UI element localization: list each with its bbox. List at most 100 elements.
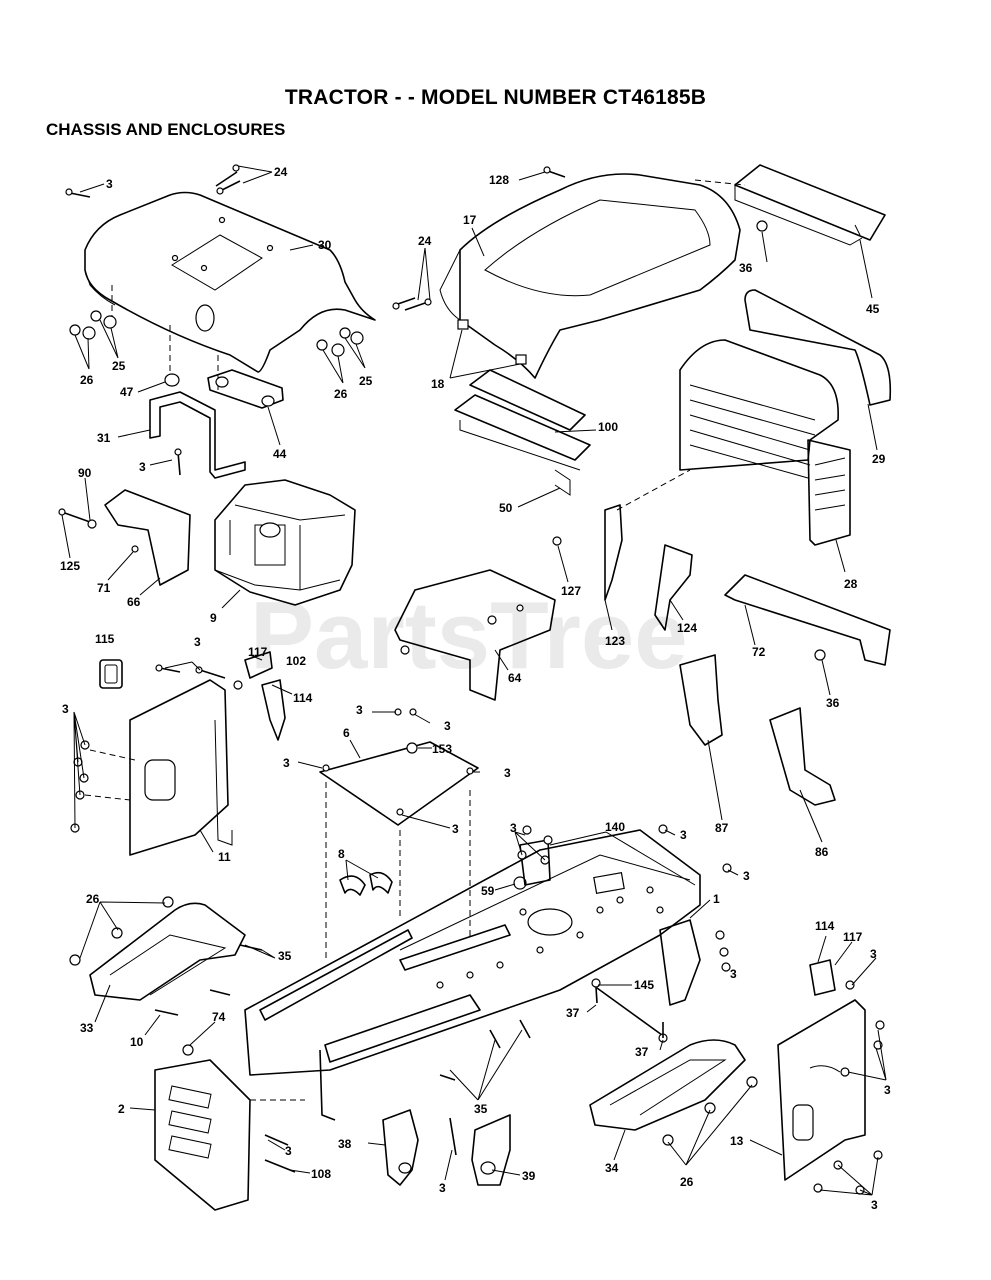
callout-3: 3: [743, 869, 750, 883]
callout-45: 45: [866, 302, 880, 316]
callout-3: 3: [444, 719, 451, 733]
callout-3: 3: [356, 703, 363, 717]
callout-34: 34: [605, 1161, 619, 1175]
part-34-footrest: [589, 1039, 758, 1146]
callout-71: 71: [97, 581, 111, 595]
callout-44: 44: [273, 447, 287, 461]
callout-31: 31: [97, 431, 111, 445]
callout-24: 24: [274, 165, 288, 179]
callout-64: 64: [508, 671, 522, 685]
callout-3: 3: [730, 967, 737, 981]
callout-36: 36: [739, 261, 753, 275]
callout-17: 17: [463, 213, 477, 227]
nuts-washers-left: [69, 310, 117, 340]
part-31-bracket: [149, 369, 284, 479]
callout-3: 3: [504, 766, 511, 780]
callout-3: 3: [452, 822, 459, 836]
callout-50: 50: [499, 501, 513, 515]
callout-3: 3: [884, 1083, 891, 1097]
leader-lines: [61, 165, 887, 1196]
callout-3: 3: [194, 635, 201, 649]
callout-28: 28: [844, 577, 858, 591]
callout-145: 145: [634, 978, 654, 992]
part-64-bracket: [394, 569, 556, 701]
callout-labels: 3 24 30 24 25 26 26 25 47 31 44 3 90 125…: [60, 165, 891, 1212]
part-45-bracket: [734, 164, 886, 246]
callout-108: 108: [311, 1167, 331, 1181]
callout-9: 9: [210, 611, 217, 625]
callout-26: 26: [86, 892, 100, 906]
callout-8: 8: [338, 847, 345, 861]
callout-13: 13: [730, 1134, 744, 1148]
callout-3: 3: [871, 1198, 878, 1212]
callout-59: 59: [481, 884, 495, 898]
part-30-dash-panel: [84, 191, 376, 390]
part-8-clips: [339, 871, 393, 896]
callout-100: 100: [598, 420, 618, 434]
callout-25: 25: [112, 359, 126, 373]
callout-123: 123: [605, 634, 625, 648]
callout-35: 35: [474, 1102, 488, 1116]
part-87-86-plates: [679, 654, 836, 806]
callout-6: 6: [343, 726, 350, 740]
callout-29: 29: [872, 452, 886, 466]
callout-140: 140: [605, 820, 625, 834]
callout-36: 36: [826, 696, 840, 710]
callout-74: 74: [212, 1010, 226, 1024]
callout-127: 127: [561, 584, 581, 598]
part-115-grommet: [99, 659, 123, 689]
watermark: PartsTree: [250, 582, 688, 689]
callout-153: 153: [432, 742, 452, 756]
part-29-grille-shroud: [616, 289, 892, 546]
part-6-cover: [319, 708, 479, 960]
callout-10: 10: [130, 1035, 144, 1049]
section-subtitle: CHASSIS AND ENCLOSURES: [46, 120, 286, 139]
callout-124: 124: [677, 621, 697, 635]
callout-117: 117: [248, 645, 268, 659]
part-72-guard: [724, 574, 891, 666]
callout-47: 47: [120, 385, 134, 399]
callout-26: 26: [334, 387, 348, 401]
callout-3: 3: [439, 1181, 446, 1195]
callout-102: 102: [286, 654, 306, 668]
callout-114: 114: [815, 919, 835, 933]
callout-18: 18: [431, 377, 445, 391]
part-1-frame: [244, 829, 701, 1121]
callout-33: 33: [80, 1021, 94, 1035]
callout-2: 2: [118, 1102, 125, 1116]
callout-30: 30: [318, 238, 332, 252]
callout-37: 37: [635, 1045, 649, 1059]
callout-128: 128: [489, 173, 509, 187]
part-13-plate: [777, 959, 885, 1195]
callout-114: 114: [293, 691, 313, 705]
callout-1: 1: [713, 892, 720, 906]
misc-bolts: [517, 824, 732, 972]
callout-72: 72: [752, 645, 766, 659]
callout-3: 3: [285, 1144, 292, 1158]
callout-117: 117: [843, 930, 863, 944]
callout-66: 66: [127, 595, 141, 609]
callout-37: 37: [566, 1006, 580, 1020]
part-38-39-brackets: [382, 1019, 531, 1186]
callout-3: 3: [510, 821, 517, 835]
part-9-housing: [214, 479, 356, 606]
part-100-50-rails: [454, 369, 591, 496]
screws-3-24-top: [65, 164, 432, 311]
part-2-bracket: [154, 1044, 305, 1211]
callout-26: 26: [680, 1175, 694, 1189]
part-33-footrest: [69, 896, 263, 1016]
callout-3: 3: [139, 460, 146, 474]
callout-38: 38: [338, 1137, 352, 1151]
callout-35: 35: [278, 949, 292, 963]
callout-3: 3: [870, 947, 877, 961]
callout-87: 87: [715, 821, 729, 835]
callout-125: 125: [60, 559, 80, 573]
callout-11: 11: [218, 850, 231, 864]
callout-26: 26: [80, 373, 94, 387]
callout-115: 115: [95, 632, 115, 646]
part-145-rod: [591, 978, 668, 1043]
callout-90: 90: [78, 466, 92, 480]
part-17-hood: [439, 166, 746, 379]
callout-24: 24: [418, 234, 432, 248]
